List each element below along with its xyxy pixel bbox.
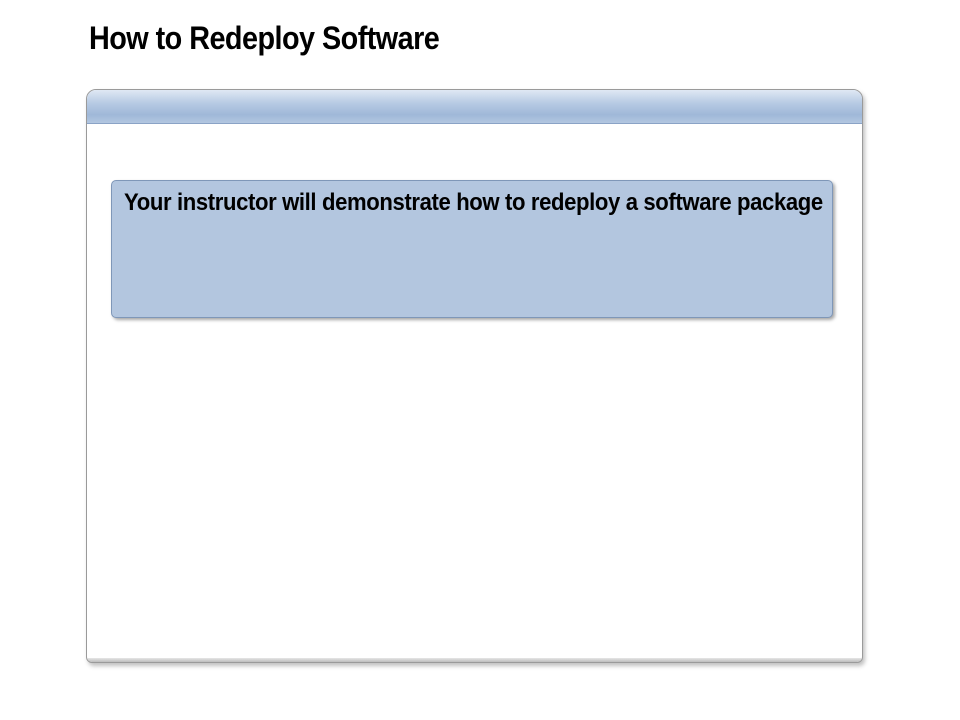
slide-title: How to Redeploy Software [89,20,440,56]
demonstration-callout: Your instructor will demonstrate how to … [111,180,833,318]
frame-bottom-edge [87,658,862,662]
callout-text: Your instructor will demonstrate how to … [124,189,823,216]
frame-header-bar [87,90,862,124]
content-frame [86,89,863,663]
